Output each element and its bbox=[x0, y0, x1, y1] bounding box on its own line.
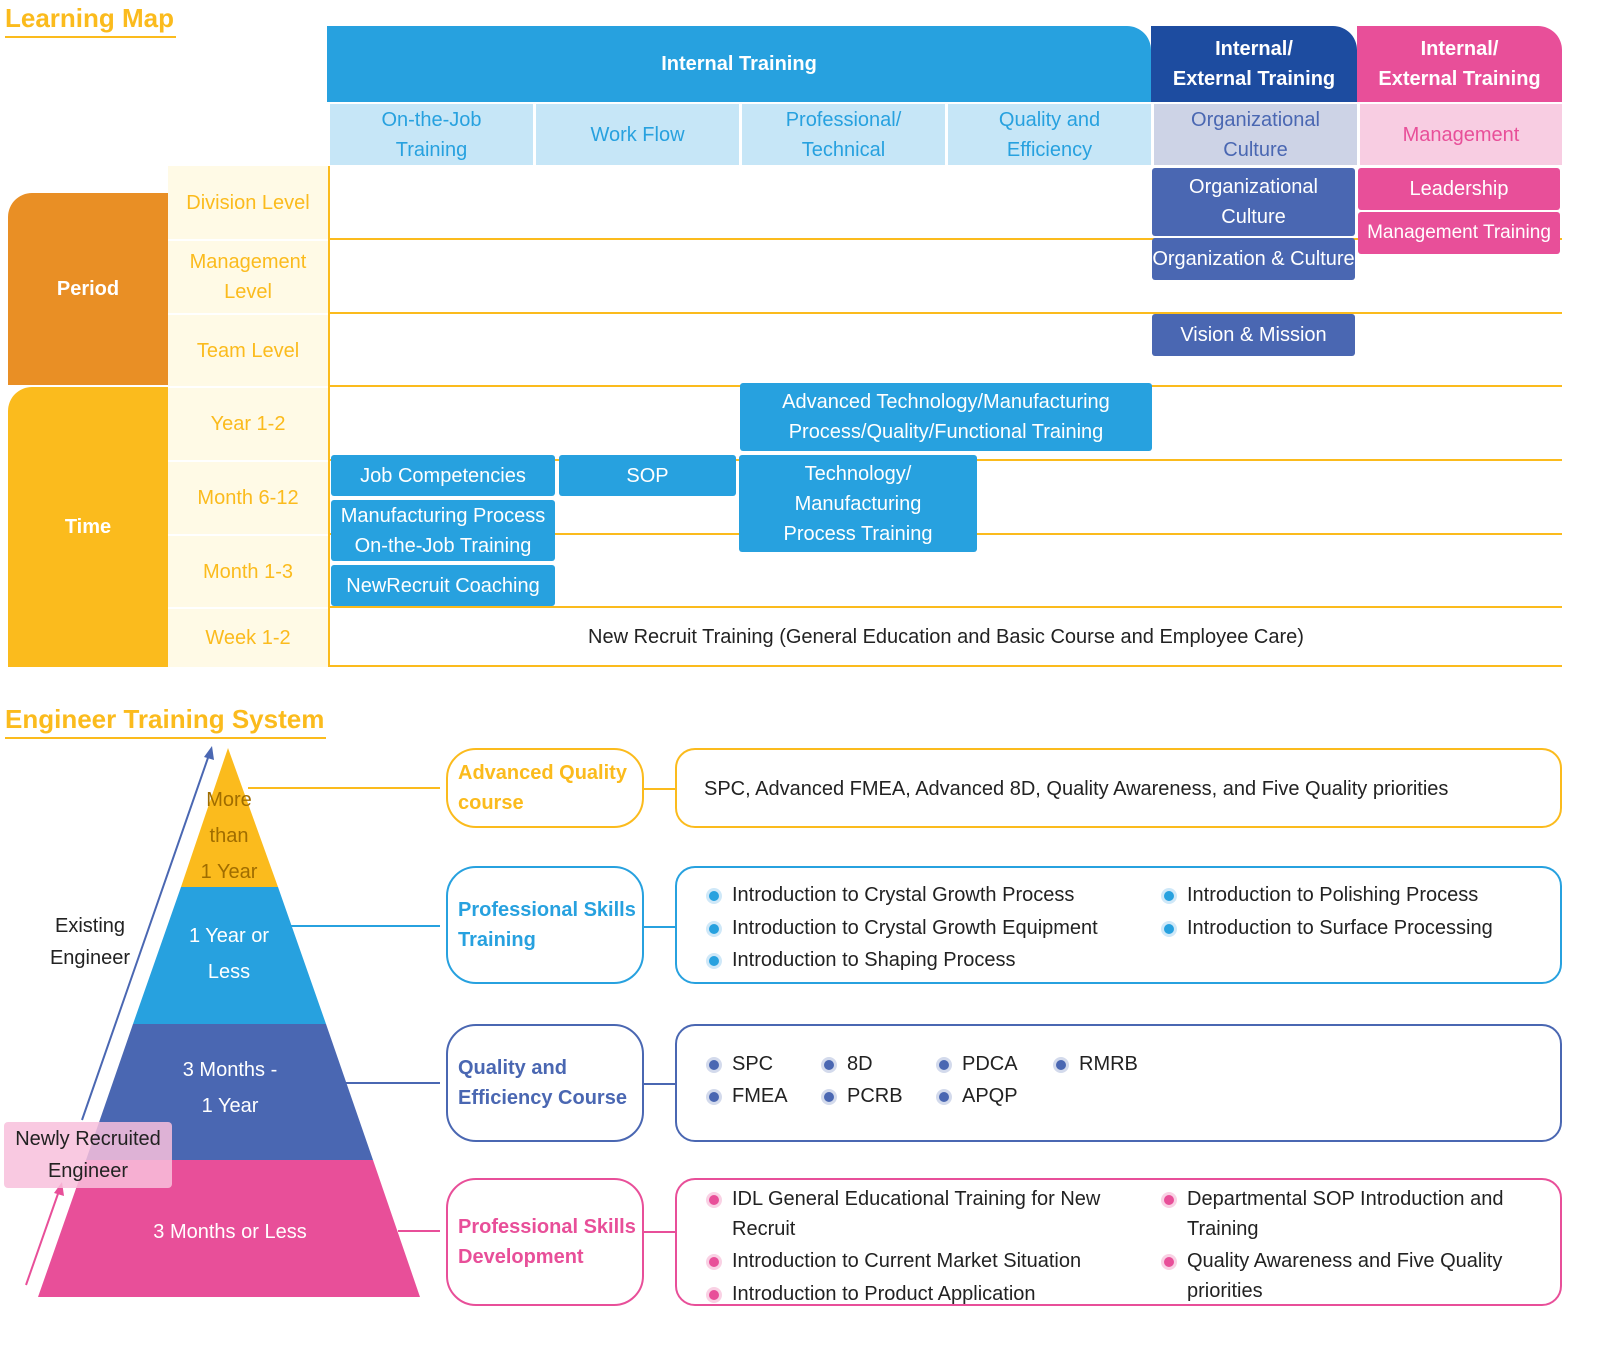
grid-line-vertical bbox=[328, 166, 330, 667]
grid-line bbox=[330, 606, 1562, 608]
pyramid-second-layer bbox=[133, 887, 326, 1024]
level-division: Division Level bbox=[168, 166, 328, 239]
grid-line bbox=[330, 238, 1562, 240]
box-org-culture: Organizational Culture bbox=[1152, 168, 1355, 236]
list-item: FMEA bbox=[704, 1081, 788, 1111]
header-internal-training: Internal Training bbox=[327, 26, 1151, 102]
header-internal-training-label: Internal Training bbox=[661, 53, 817, 75]
course-quality-pill: Quality and Efficiency Course bbox=[446, 1024, 644, 1142]
list-item: Introduction to Surface Processing bbox=[1159, 913, 1493, 943]
bullet-icon bbox=[706, 1254, 722, 1270]
box-technology-manufacturing: Technology/ Manufacturing Process Traini… bbox=[739, 455, 977, 552]
connector bbox=[644, 1231, 675, 1233]
bullet-icon bbox=[1053, 1057, 1069, 1073]
list-item: Introduction to Current Market Situation bbox=[704, 1246, 1081, 1276]
subheader-quality: Quality and Efficiency bbox=[948, 104, 1151, 165]
existing-arrow-line bbox=[81, 751, 211, 1121]
pyramid-top-layer bbox=[181, 748, 278, 887]
existing-engineer-label: Existing Engineer bbox=[49, 915, 131, 969]
list-item: Quality Awareness and Five Quality prior… bbox=[1159, 1246, 1577, 1306]
panel-development: IDL General Educational Training for New… bbox=[675, 1178, 1562, 1306]
box-job-competencies: Job Competencies bbox=[331, 455, 555, 496]
box-advanced-technology: Advanced Technology/Manufacturing Proces… bbox=[740, 383, 1152, 451]
level-year12: Year 1-2 bbox=[168, 388, 328, 460]
bullet-icon bbox=[706, 1192, 722, 1208]
bullet-icon bbox=[706, 1287, 722, 1303]
newly-arrow-line bbox=[25, 1187, 61, 1286]
box-organization-culture: Organization & Culture bbox=[1152, 238, 1355, 280]
box-management-training: Management Training bbox=[1358, 212, 1560, 254]
bullet-icon bbox=[821, 1089, 837, 1105]
list-item: 8D bbox=[819, 1049, 873, 1079]
advanced-course-text: SPC, Advanced FMEA, Advanced 8D, Quality… bbox=[704, 778, 1449, 800]
box-vision-mission: Vision & Mission bbox=[1152, 314, 1355, 356]
pyramid-top-label: More than 1 Year bbox=[200, 789, 258, 883]
subheader-workflow: Work Flow bbox=[536, 104, 739, 165]
subheader-ojt: On-the-Job Training bbox=[330, 104, 533, 165]
subheader-management: Management bbox=[1360, 104, 1562, 165]
box-sop: SOP bbox=[559, 455, 736, 496]
level-management: Management Level bbox=[168, 241, 328, 313]
list-item: Introduction to Shaping Process bbox=[704, 945, 1016, 975]
existing-arrow-head bbox=[204, 746, 214, 760]
group-time-label: Time bbox=[64, 516, 112, 538]
bullet-icon bbox=[706, 921, 722, 937]
connector bbox=[644, 788, 675, 790]
subheader-professional: Professional/ Technical bbox=[742, 104, 945, 165]
list-item: Introduction to Crystal Growth Process bbox=[704, 880, 1074, 910]
course-development-pill: Professional Skills Development bbox=[446, 1178, 644, 1306]
bullet-icon bbox=[1161, 1254, 1177, 1270]
group-period: Period bbox=[8, 193, 168, 385]
connector bbox=[644, 926, 675, 928]
box-leadership: Leadership bbox=[1358, 168, 1560, 210]
grid-line bbox=[330, 665, 1562, 667]
bullet-icon bbox=[936, 1089, 952, 1105]
group-time: Time bbox=[8, 387, 168, 667]
engineer-training-title: Engineer Training System bbox=[5, 704, 327, 739]
header-internal-external-2: Internal/ External Training bbox=[1357, 26, 1562, 102]
panel-quality: SPC 8D PDCA RMRB FMEA PCRB APQP bbox=[675, 1024, 1562, 1142]
new-recruit-training: New Recruit Training (General Education … bbox=[588, 625, 1304, 648]
pyramid-third-label: 3 Months - 1 Year bbox=[182, 1059, 278, 1117]
list-item: SPC bbox=[704, 1049, 773, 1079]
list-item: APQP bbox=[934, 1081, 1018, 1111]
bullet-icon bbox=[821, 1057, 837, 1073]
box-newrecruit-coaching: NewRecruit Coaching bbox=[331, 565, 555, 606]
list-item: IDL General Educational Training for New… bbox=[704, 1184, 1162, 1244]
group-period-label: Period bbox=[56, 278, 120, 300]
connector bbox=[644, 1083, 675, 1085]
bullet-icon bbox=[1161, 888, 1177, 904]
subheader-culture: Organizational Culture bbox=[1154, 104, 1357, 165]
bullet-icon bbox=[936, 1057, 952, 1073]
list-item: Introduction to Polishing Process bbox=[1159, 880, 1478, 910]
level-team: Team Level bbox=[168, 315, 328, 386]
panel-advanced: SPC, Advanced FMEA, Advanced 8D, Quality… bbox=[675, 748, 1562, 828]
bullet-icon bbox=[1161, 921, 1177, 937]
learning-map-title: Learning Map bbox=[5, 3, 177, 38]
course-professional-pill: Professional Skills Training bbox=[446, 866, 644, 984]
list-item: PDCA bbox=[934, 1049, 1018, 1079]
level-month612: Month 6-12 bbox=[168, 462, 328, 534]
level-week12: Week 1-2 bbox=[168, 609, 328, 667]
list-item: Introduction to Crystal Growth Equipment bbox=[704, 913, 1098, 943]
course-advanced-pill: Advanced Quality course bbox=[446, 748, 644, 828]
grid-line bbox=[330, 312, 1562, 314]
pyramid-second-label: 1 Year or Less bbox=[188, 925, 270, 983]
pyramid-bottom-layer bbox=[38, 1160, 420, 1297]
list-item: PCRB bbox=[819, 1081, 903, 1111]
list-item: RMRB bbox=[1051, 1049, 1138, 1079]
pyramid-bottom-label: 3 Months or Less bbox=[153, 1221, 307, 1243]
newly-recruited-label: Newly Recruited Engineer bbox=[4, 1122, 172, 1188]
bullet-icon bbox=[706, 888, 722, 904]
level-month13: Month 1-3 bbox=[168, 536, 328, 607]
panel-professional: Introduction to Crystal Growth Process I… bbox=[675, 866, 1562, 984]
header-internal-external-1: Internal/ External Training bbox=[1151, 26, 1357, 102]
box-manufacturing-ojt: Manufacturing Process On-the-Job Trainin… bbox=[331, 500, 555, 561]
list-item: Departmental SOP Introduction and Traini… bbox=[1159, 1184, 1577, 1244]
list-item: Introduction to Product Application bbox=[704, 1279, 1036, 1309]
bullet-icon bbox=[706, 1057, 722, 1073]
bullet-icon bbox=[706, 953, 722, 969]
bullet-icon bbox=[706, 1089, 722, 1105]
bullet-icon bbox=[1161, 1192, 1177, 1208]
